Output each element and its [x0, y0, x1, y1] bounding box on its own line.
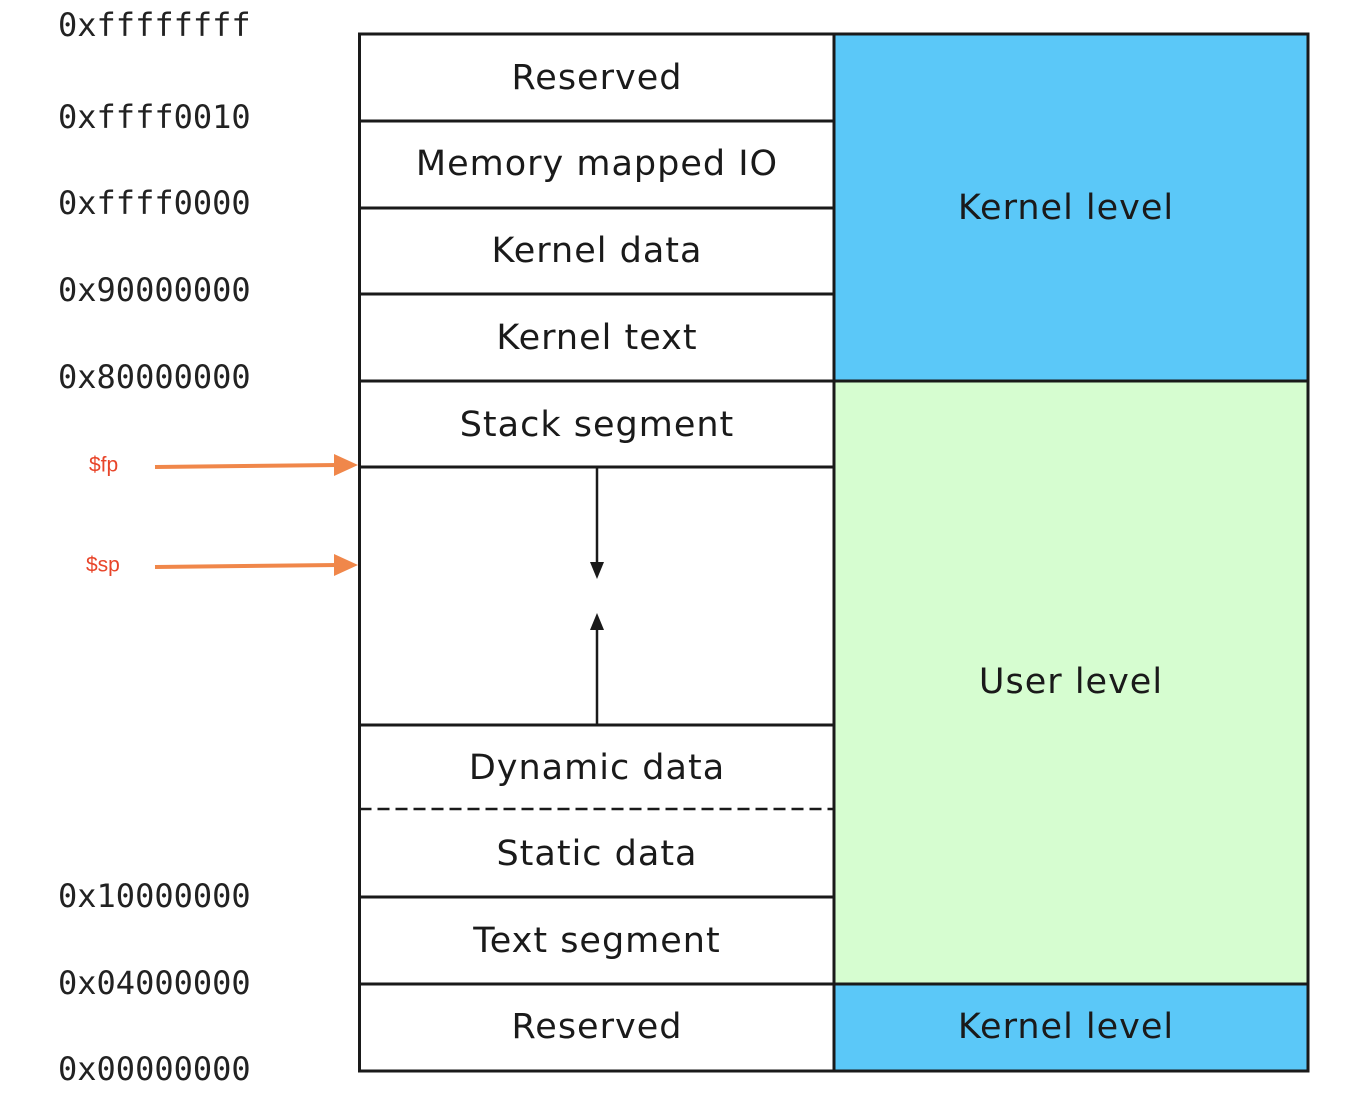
segment-text: Text segment — [472, 921, 720, 961]
kernel-level-label-top: Kernel level — [958, 188, 1174, 228]
segment-memory-mapped-io: Memory mapped IO — [416, 144, 778, 184]
segment-reserved-top: Reserved — [512, 58, 683, 98]
segment-dynamic-data: Dynamic data — [469, 748, 725, 788]
address-label: 0x10000000 — [58, 877, 251, 915]
fp-pointer-arrow — [154, 454, 358, 476]
segment-stack: Stack segment — [460, 405, 735, 445]
address-label: 0xffff0010 — [58, 98, 251, 136]
fp-register-label: $fp — [89, 454, 118, 477]
stack-growth-arrow — [590, 467, 604, 579]
address-label: 0x80000000 — [58, 358, 251, 396]
level-boundaries — [834, 379, 1308, 986]
kernel-level-region-bottom — [834, 984, 1308, 1071]
kernel-level-region-top — [834, 34, 1308, 381]
user-level-label: User level — [979, 662, 1163, 702]
segment-kernel-data: Kernel data — [492, 231, 703, 271]
address-label: 0xffff0000 — [58, 184, 251, 222]
address-label: 0x90000000 — [58, 271, 251, 309]
sp-register-label: $sp — [86, 554, 120, 577]
segment-kernel-text: Kernel text — [496, 318, 697, 358]
segment-boundaries — [359, 119, 834, 986]
user-level-region — [834, 381, 1308, 984]
address-label: 0x00000000 — [58, 1050, 251, 1088]
segment-static-data: Static data — [496, 834, 697, 874]
heap-growth-arrow — [590, 613, 604, 725]
address-label: 0x04000000 — [58, 964, 251, 1002]
segment-reserved-bottom: Reserved — [512, 1007, 683, 1047]
sp-pointer-arrow — [154, 554, 358, 576]
kernel-level-label-bottom: Kernel level — [958, 1007, 1174, 1047]
address-label: 0xffffffff — [58, 6, 251, 44]
